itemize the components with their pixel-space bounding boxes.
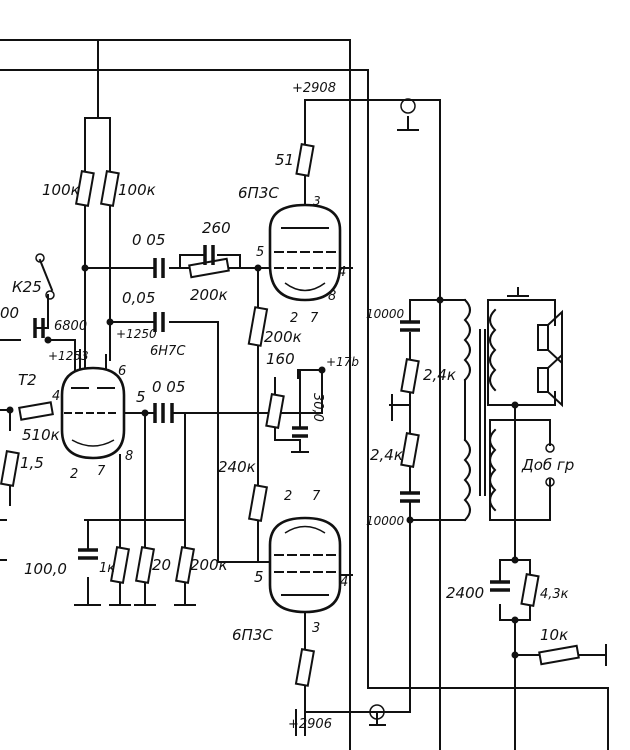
label-pin7-bot: 7 [312, 489, 321, 504]
label-00: 00 [0, 304, 19, 322]
r240k [247, 484, 269, 522]
label-c005-top: 0 05 [132, 231, 165, 249]
label-t2: Т2 [18, 371, 37, 389]
wires [0, 39, 609, 750]
capacitors [33, 245, 510, 592]
label-r200k-mid: 200к [264, 328, 302, 346]
r160 [265, 393, 285, 429]
r510k [18, 401, 54, 421]
label-tube-top: 6П3С [238, 184, 279, 202]
label-pin4-bot: 4 [340, 575, 348, 590]
label-v290-bot: +2906 [288, 717, 332, 732]
label-c6800: 6800 [54, 319, 87, 334]
speakers [537, 299, 563, 408]
label-r10k: 10к [540, 626, 568, 644]
r20 [134, 546, 156, 584]
label-pin2-top: 2 [290, 311, 298, 326]
label-v290-top: +2908 [292, 81, 336, 96]
label-v17: +17b [326, 355, 359, 369]
label-k25: К25 [12, 278, 42, 296]
r100k-left [74, 170, 95, 207]
label-pin6-drv: 6 [118, 364, 126, 379]
r200k-mid [247, 306, 269, 347]
label-pin3-top: 3 [313, 194, 321, 208]
r1-5 [0, 450, 20, 487]
label-pin4-drv: 4 [52, 389, 60, 404]
label-c10000-top: 10000 [366, 307, 405, 321]
label-c10000-bot: 10000 [366, 514, 405, 528]
label-tube-bot: 6П3С [232, 626, 273, 644]
label-r200k-bot: 200к [190, 556, 228, 574]
label-r510k: 510к [22, 426, 60, 444]
tube-output-bottom [268, 516, 342, 614]
label-r2-4k-bot: 2,4к [370, 446, 403, 464]
label-r240k: 240к [218, 458, 256, 476]
r51 [295, 143, 315, 177]
label-r2-4k-top: 2,4к [423, 366, 456, 384]
label-r20: 20 [152, 556, 171, 574]
label-pin5-top: 5 [256, 245, 264, 260]
label-r1-5: 1,5 [20, 454, 44, 472]
label-c260: 260 [202, 219, 231, 237]
r2-4k-top [400, 358, 420, 394]
label-r1k: 1к [99, 561, 115, 576]
r10k [538, 644, 580, 666]
switch-k25 [35, 253, 55, 300]
label-pin2-bot: 2 [284, 489, 292, 504]
label-tube-driver: 6Н7С [150, 344, 186, 359]
label-c2400: 2400 [446, 584, 484, 602]
tube-output-top [268, 203, 342, 302]
junction-dots [6, 264, 519, 659]
label-r100k-left: 100к [42, 181, 80, 199]
label-c005-low: 0 05 [152, 378, 185, 396]
label-r51: 51 [275, 151, 294, 169]
label-c100: 100,0 [24, 560, 67, 578]
label-r4-3k: 4,3к [540, 587, 569, 602]
label-r100k-right: 100к [118, 181, 156, 199]
label-pin4-top: 4 [338, 265, 346, 280]
tube-driver [60, 349, 126, 460]
r200k-grid-top [188, 257, 230, 279]
label-v125a: +1250 [116, 327, 157, 341]
r2-4k-bot [400, 432, 420, 468]
label-pin7-top: 7 [310, 311, 319, 326]
label-c30: 30,0 [310, 393, 325, 422]
label-pin8-top: 8 [328, 289, 336, 304]
label-r200k-grid: 200к [190, 286, 228, 304]
r4-3k [520, 573, 540, 607]
output-transformer [463, 298, 497, 522]
resistors [0, 143, 580, 687]
labels: +2908 51 6П3С 3 100к 100к 0 05 260 200к … [0, 81, 574, 732]
label-v125b: +1253 [48, 349, 89, 363]
label-c005-mid: 0,05 [122, 289, 155, 307]
label-pin5-bot: 5 [254, 568, 264, 586]
r100k-right [99, 170, 120, 207]
label-pin5-drv: 5 [136, 388, 146, 406]
r51-bot [294, 648, 316, 687]
label-pin7-drv: 7 [97, 464, 106, 479]
label-pin8-drv: 8 [125, 449, 133, 464]
r200k-bot [174, 546, 196, 584]
grounds [74, 98, 607, 736]
label-pin3-bot: 3 [312, 621, 320, 636]
r1k [109, 546, 131, 584]
label-dob-gr: Доб гр [521, 456, 574, 474]
terminals [545, 443, 555, 487]
label-r160: 160 [266, 350, 295, 368]
label-pin2-drv: 2 [70, 467, 78, 482]
